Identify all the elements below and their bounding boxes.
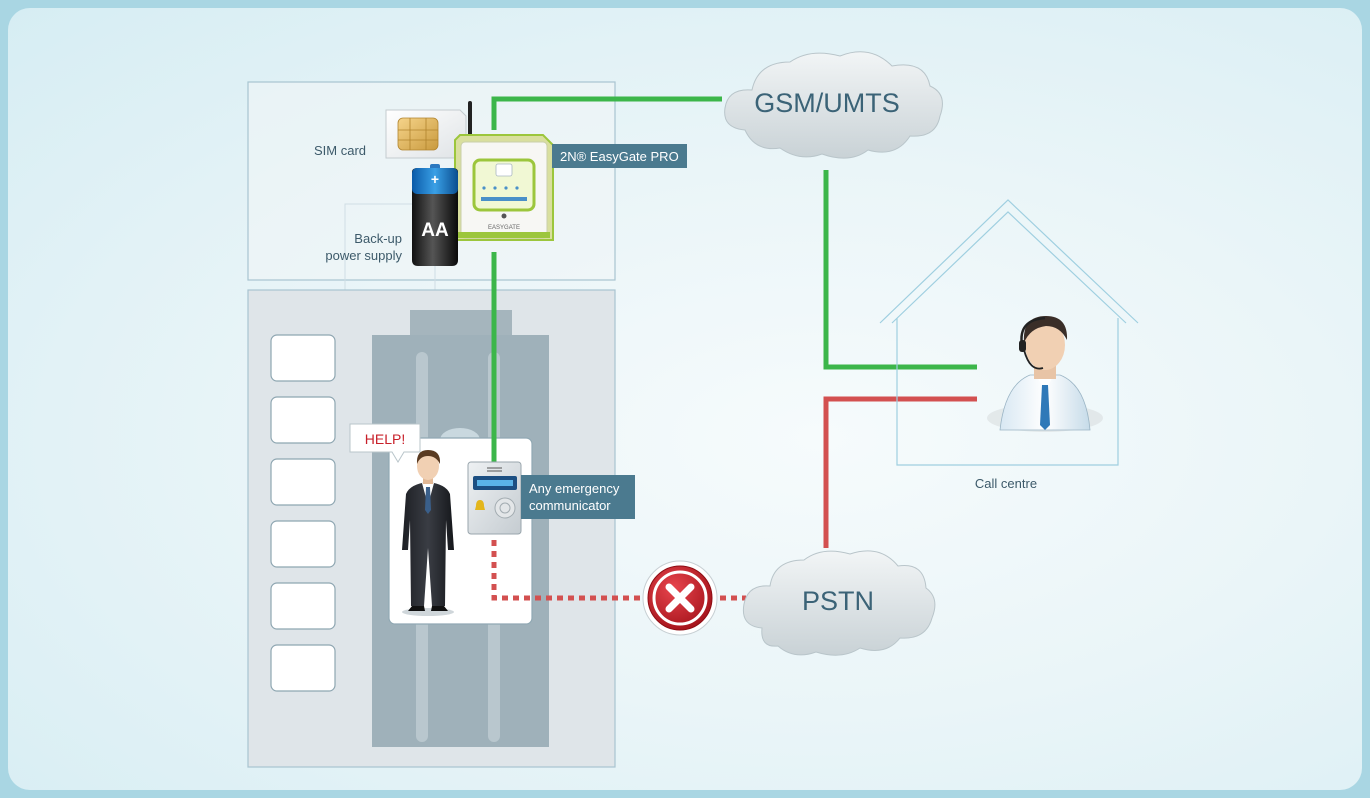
communicator-tag-line1: Any emergency <box>529 481 620 496</box>
battery-icon: + AA <box>412 164 458 266</box>
svg-text:+: + <box>431 171 439 187</box>
floor-door-4 <box>270 520 336 568</box>
help-bubble-text: HELP! <box>365 431 405 447</box>
communicator-tag <box>521 475 635 519</box>
sim-card-label: SIM card <box>314 143 366 158</box>
person-icon <box>402 450 454 616</box>
link-gsm-callcentre <box>823 170 977 370</box>
easygate-device: EASYGATE <box>454 134 554 241</box>
backup-label-line2: power supply <box>325 248 402 263</box>
floor-door-3 <box>270 458 336 506</box>
device-logo-text: EASYGATE <box>488 225 520 231</box>
help-bubble: HELP! <box>349 423 421 463</box>
error-icon <box>642 560 718 636</box>
device-tag-label: 2N® EasyGate PRO <box>560 149 679 164</box>
pstn-cloud <box>742 550 936 656</box>
floor-door-2 <box>270 396 336 444</box>
floor-door-5 <box>270 582 336 630</box>
pstn-cloud-label: PSTN <box>802 586 874 616</box>
lift-motor-block <box>410 310 512 338</box>
link-communicator-pstn-broken <box>491 540 642 601</box>
operator-icon <box>987 316 1103 432</box>
communicator-tag-line2: communicator <box>529 498 611 513</box>
background-panel <box>8 8 1362 790</box>
sim-card-icon <box>385 109 467 159</box>
floor-door-6 <box>270 644 336 692</box>
gsm-cloud-label: GSM/UMTS <box>754 88 900 118</box>
battery-label: AA <box>421 220 449 241</box>
backup-label-line1: Back-up <box>354 231 402 246</box>
emergency-communicator-icon <box>467 461 522 535</box>
floor-door-1 <box>270 334 336 382</box>
gsm-cloud <box>724 51 943 159</box>
device-tag <box>552 144 687 168</box>
link-gateway-gsm <box>491 96 722 130</box>
call-centre-label: Call centre <box>975 476 1037 491</box>
cabin-hook <box>440 428 480 440</box>
link-pstn-callcentre <box>823 396 977 548</box>
call-centre-house <box>879 199 1139 466</box>
